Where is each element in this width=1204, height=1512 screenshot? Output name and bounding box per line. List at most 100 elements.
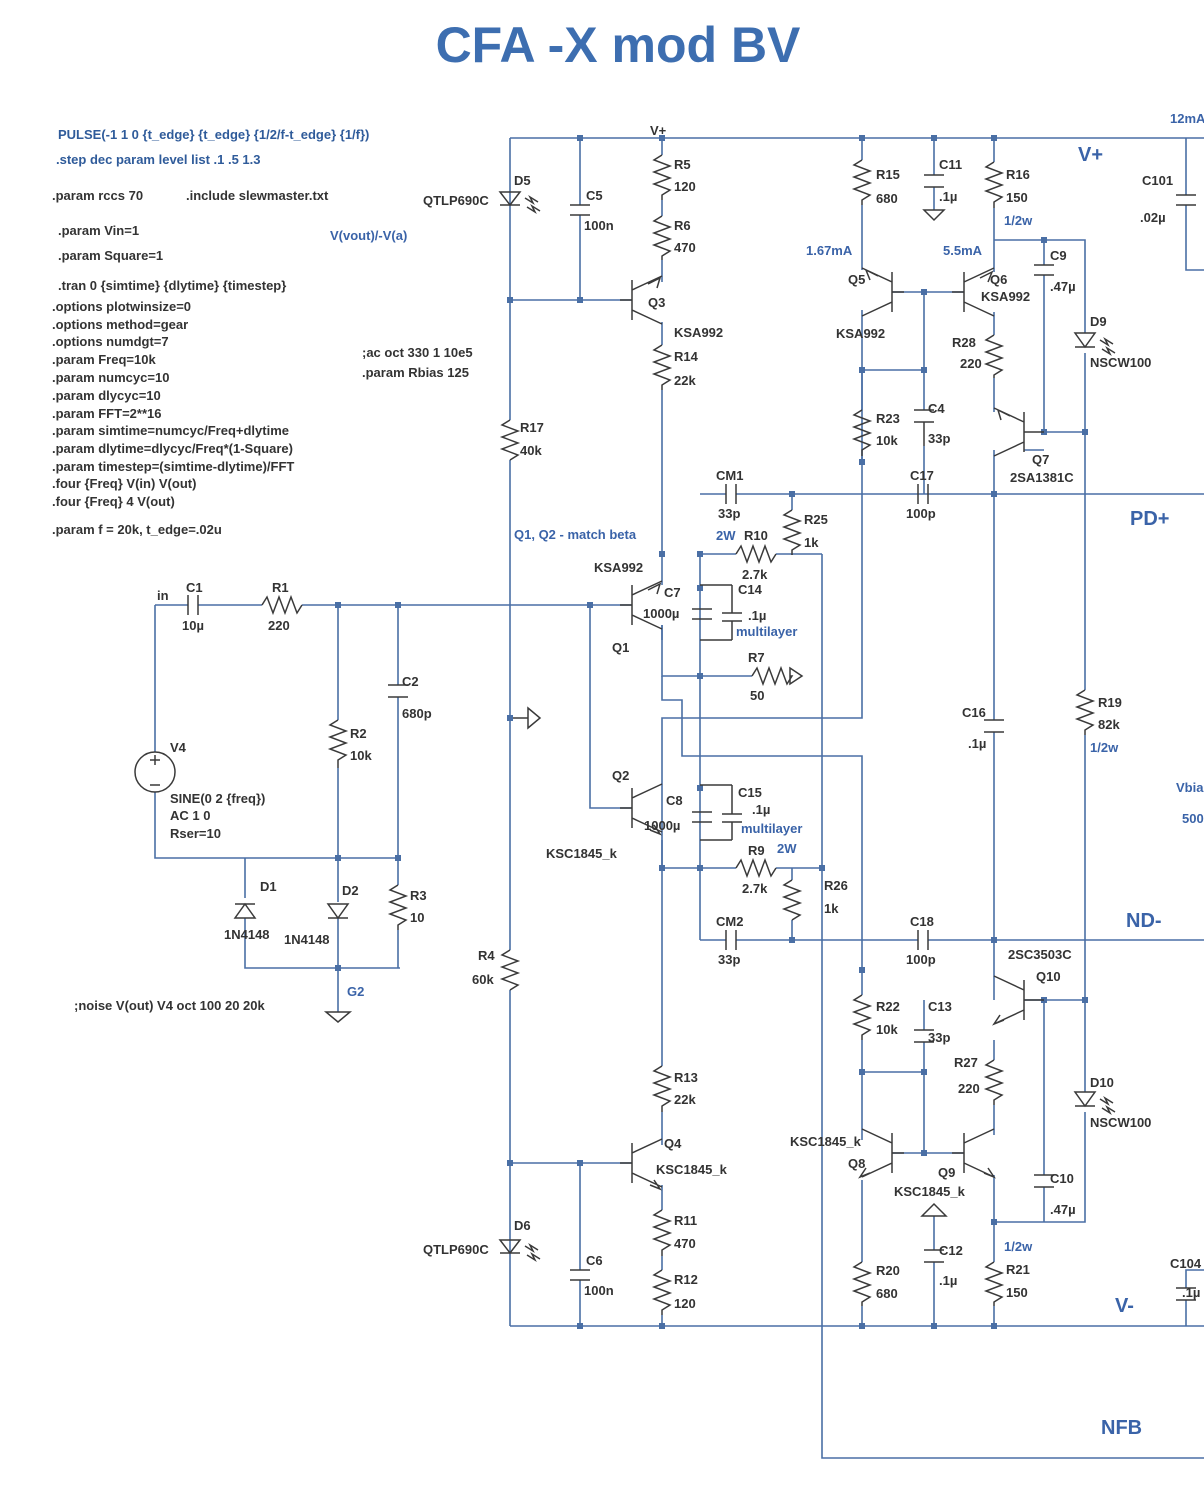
svg-text:220: 220 — [958, 1081, 980, 1096]
svg-text:SINE(0 2 {freq}): SINE(0 2 {freq}) — [170, 791, 265, 806]
diodes — [233, 191, 1116, 1263]
svg-text:R2: R2 — [350, 726, 367, 741]
svg-text:.param FFT=2**16: .param FFT=2**16 — [52, 406, 161, 421]
svg-text:10µ: 10µ — [182, 618, 204, 633]
ground-symbols — [323, 209, 948, 1217]
svg-text:1k: 1k — [824, 901, 839, 916]
svg-text:.47µ: .47µ — [1050, 279, 1076, 294]
svg-text:multilayer: multilayer — [741, 821, 802, 836]
svg-text:PULSE(-1 1 0 {t_edge} {t_edge}: PULSE(-1 1 0 {t_edge} {t_edge} {1/2/f-t_… — [58, 127, 369, 142]
svg-text:in: in — [157, 588, 169, 603]
svg-text:R28: R28 — [952, 335, 976, 350]
annotations: Q1, Q2 - match beta multilayer multilaye… — [514, 111, 1204, 1254]
svg-text:680: 680 — [876, 1286, 898, 1301]
svg-text:33p: 33p — [718, 952, 740, 967]
svg-text:CM1: CM1 — [716, 468, 743, 483]
svg-text:1/2w: 1/2w — [1004, 213, 1033, 228]
svg-text:5.5mA: 5.5mA — [943, 243, 983, 258]
svg-text:1/2w: 1/2w — [1090, 740, 1119, 755]
svg-text:C6: C6 — [586, 1253, 603, 1268]
svg-text:.47µ: .47µ — [1050, 1202, 1076, 1217]
svg-text:Q1, Q2 - match beta: Q1, Q2 - match beta — [514, 527, 637, 542]
svg-text:C13: C13 — [928, 999, 952, 1014]
svg-text:1k: 1k — [804, 535, 819, 550]
svg-text:C101: C101 — [1142, 173, 1173, 188]
svg-text:V+: V+ — [650, 123, 667, 138]
svg-text:.param Rbias 125: .param Rbias 125 — [362, 365, 469, 380]
svg-text:1N4148: 1N4148 — [284, 932, 330, 947]
capacitors — [187, 174, 1196, 1301]
svg-text:KSC1845_k: KSC1845_k — [656, 1162, 728, 1177]
svg-text:.param f = 20k, t_edge=.02u: .param f = 20k, t_edge=.02u — [52, 522, 222, 537]
junction-dots — [335, 135, 1088, 1329]
svg-text:C16: C16 — [962, 705, 986, 720]
svg-text:10: 10 — [410, 910, 424, 925]
svg-text:KSA992: KSA992 — [594, 560, 643, 575]
svg-text:R15: R15 — [876, 167, 900, 182]
svg-text:100p: 100p — [906, 506, 936, 521]
svg-text:C10: C10 — [1050, 1171, 1074, 1186]
svg-text:C4: C4 — [928, 401, 945, 416]
svg-text:470: 470 — [674, 240, 696, 255]
svg-text:R6: R6 — [674, 218, 691, 233]
svg-text:Q8: Q8 — [848, 1156, 865, 1171]
svg-text:Q3: Q3 — [648, 295, 665, 310]
svg-text:C11: C11 — [939, 157, 962, 172]
svg-text:2.7k: 2.7k — [742, 567, 768, 582]
svg-text:.param Freq=10k: .param Freq=10k — [52, 352, 156, 367]
svg-text:Q10: Q10 — [1036, 969, 1061, 984]
svg-text:Q5: Q5 — [848, 272, 865, 287]
svg-text:C12: C12 — [939, 1243, 963, 1258]
svg-text:QTLP690C: QTLP690C — [423, 1242, 489, 1257]
svg-text:KSA992: KSA992 — [836, 326, 885, 341]
svg-text:C18: C18 — [910, 914, 934, 929]
svg-text:R9: R9 — [748, 843, 765, 858]
svg-text:40k: 40k — [520, 443, 542, 458]
svg-text:C17: C17 — [910, 468, 934, 483]
svg-text:.param rccs 70: .param rccs 70 — [52, 188, 143, 203]
svg-text:33p: 33p — [928, 431, 950, 446]
svg-text:NSCW100: NSCW100 — [1090, 1115, 1151, 1130]
svg-text:Q2: Q2 — [612, 768, 629, 783]
svg-text:C15: C15 — [738, 785, 762, 800]
svg-text:V+: V+ — [1078, 144, 1103, 166]
svg-text:R13: R13 — [674, 1070, 698, 1085]
svg-text:AC 1 0: AC 1 0 — [170, 808, 210, 823]
svg-text:2W: 2W — [716, 528, 736, 543]
svg-text:D9: D9 — [1090, 314, 1107, 329]
svg-text:1000µ: 1000µ — [643, 606, 679, 621]
svg-text:.four {Freq} 4 V(out): .four {Freq} 4 V(out) — [52, 494, 175, 509]
svg-text:Q1: Q1 — [612, 640, 629, 655]
svg-text:.include slewmaster.txt: .include slewmaster.txt — [186, 188, 329, 203]
svg-text:C104: C104 — [1170, 1256, 1202, 1271]
svg-text:Q9: Q9 — [938, 1165, 955, 1180]
svg-text:680: 680 — [876, 191, 898, 206]
svg-text:ND-: ND- — [1126, 910, 1162, 932]
svg-text:680p: 680p — [402, 706, 432, 721]
svg-text:.1µ: .1µ — [939, 1273, 957, 1288]
wires — [154, 137, 1204, 1459]
signal-source — [134, 751, 176, 793]
svg-text:NSCW100: NSCW100 — [1090, 355, 1151, 370]
svg-text:2SC3503C: 2SC3503C — [1008, 947, 1072, 962]
svg-text:;ac oct 330 1 10e5: ;ac oct 330 1 10e5 — [362, 345, 473, 360]
svg-text:C8: C8 — [666, 793, 683, 808]
svg-text:220: 220 — [960, 356, 982, 371]
svg-text:CM2: CM2 — [716, 914, 743, 929]
svg-text:33p: 33p — [718, 506, 740, 521]
svg-text:.1µ: .1µ — [1182, 1285, 1200, 1300]
svg-text:D2: D2 — [342, 883, 359, 898]
svg-text:.1µ: .1µ — [752, 802, 770, 817]
svg-text:V4: V4 — [170, 740, 187, 755]
svg-text:.options plotwinsize=0: .options plotwinsize=0 — [52, 299, 191, 314]
resistors — [261, 154, 1096, 1315]
svg-text:.1µ: .1µ — [968, 736, 986, 751]
svg-text:R16: R16 — [1006, 167, 1030, 182]
svg-text:1.67mA: 1.67mA — [806, 243, 853, 258]
svg-text:.param dlycyc=10: .param dlycyc=10 — [52, 388, 161, 403]
svg-text:KSA992: KSA992 — [981, 289, 1030, 304]
svg-text:.tran 0 {simtime} {dlytime} {t: .tran 0 {simtime} {dlytime} {timestep} — [58, 278, 286, 293]
svg-text:R1: R1 — [272, 580, 289, 595]
svg-text:220: 220 — [268, 618, 290, 633]
